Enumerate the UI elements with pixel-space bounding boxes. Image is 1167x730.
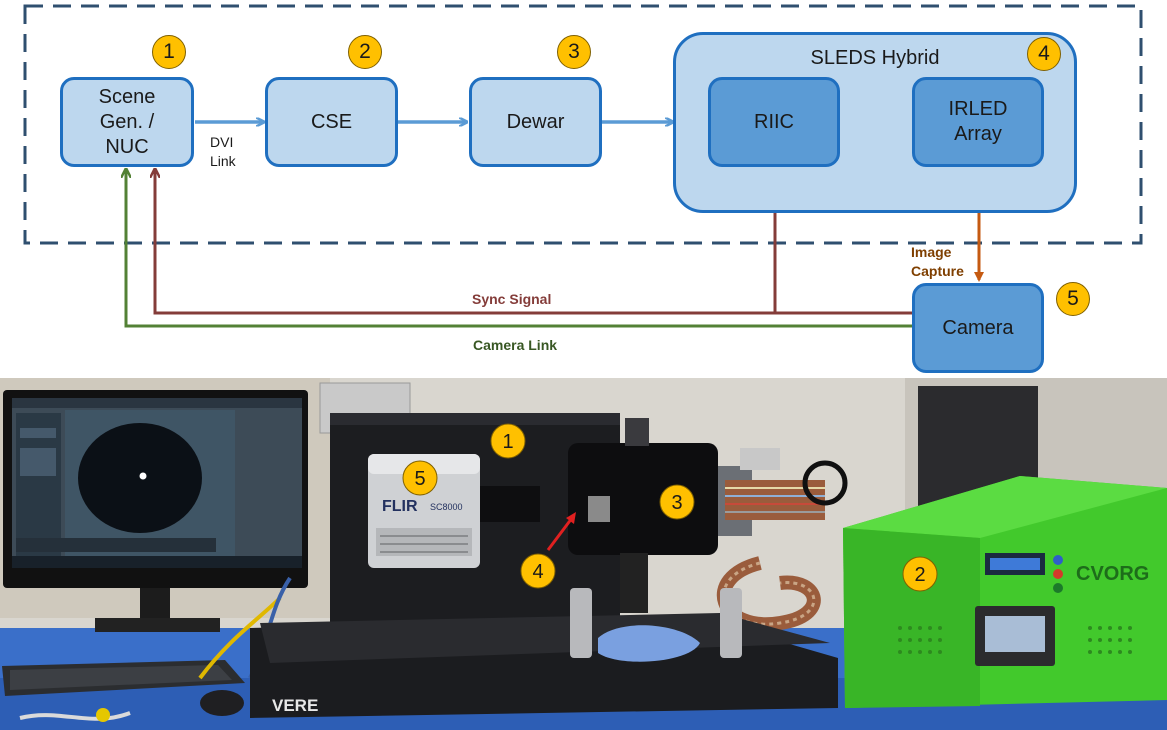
camera-link-line: [126, 170, 912, 328]
camera-link-label: Camera Link: [473, 337, 558, 353]
irled-array-block: IRLED Array: [912, 77, 1044, 167]
photo-badge-hybrid-text: 4: [532, 561, 543, 583]
badge-cse: 2: [348, 35, 382, 69]
badge-camera: 5: [1056, 282, 1090, 316]
photo-badge-hybrid: 4: [520, 553, 556, 589]
ribbon-cable: [716, 556, 821, 632]
cse-block: CSE: [265, 77, 398, 167]
badge-dewar: 3: [557, 35, 591, 69]
monitor: [3, 390, 308, 632]
mouse: [200, 690, 244, 716]
photo-badge-dewar-text: 3: [671, 492, 682, 514]
dewar-block: Dewar: [469, 77, 602, 167]
flir-model-text: SC8000: [430, 502, 463, 512]
camera-block: Camera: [912, 283, 1044, 373]
badge-scene-gen: 1: [152, 35, 186, 69]
photo-badge-dewar: 3: [659, 484, 695, 520]
riic-block: RIIC: [708, 77, 840, 167]
system-dashed-border: [23, 4, 1143, 245]
photo-badge-scene-gen-text: 1: [502, 431, 513, 453]
photo-badge-camera-text: 5: [414, 468, 425, 490]
vere-label: VERE: [272, 696, 318, 715]
photo-badge-cse-text: 2: [914, 564, 925, 586]
dvi-link-label: DVI Link: [210, 134, 236, 169]
photo-badge-camera: 5: [402, 460, 438, 496]
dewar: [568, 418, 848, 613]
lab-setup-photo: FLIR SC8000: [0, 378, 1167, 730]
sync-signal-line: [155, 170, 912, 315]
sync-signal-label: Sync Signal: [472, 291, 552, 307]
sleds-hybrid-title: SLEDS Hybrid: [810, 47, 940, 69]
scene-gen-nuc-block: Scene Gen. / NUC: [60, 77, 194, 167]
keyboard: [2, 660, 245, 696]
flir-logo-text: FLIR: [382, 498, 418, 515]
hybrid-pointer-arrow: [546, 517, 574, 551]
cvorg-logo-text: CVORG: [1076, 563, 1149, 585]
image-capture-label: Image Capture: [911, 244, 964, 279]
optical-breadboard: VERE: [250, 588, 838, 718]
photo-badge-cse: 2: [902, 556, 938, 592]
photo-badge-scene-gen: 1: [490, 423, 526, 459]
badge-sleds-hybrid: 4: [1027, 37, 1061, 71]
cse-chassis: CVORG: [843, 476, 1167, 708]
lab-setup-illustration: FLIR SC8000: [0, 378, 1167, 730]
